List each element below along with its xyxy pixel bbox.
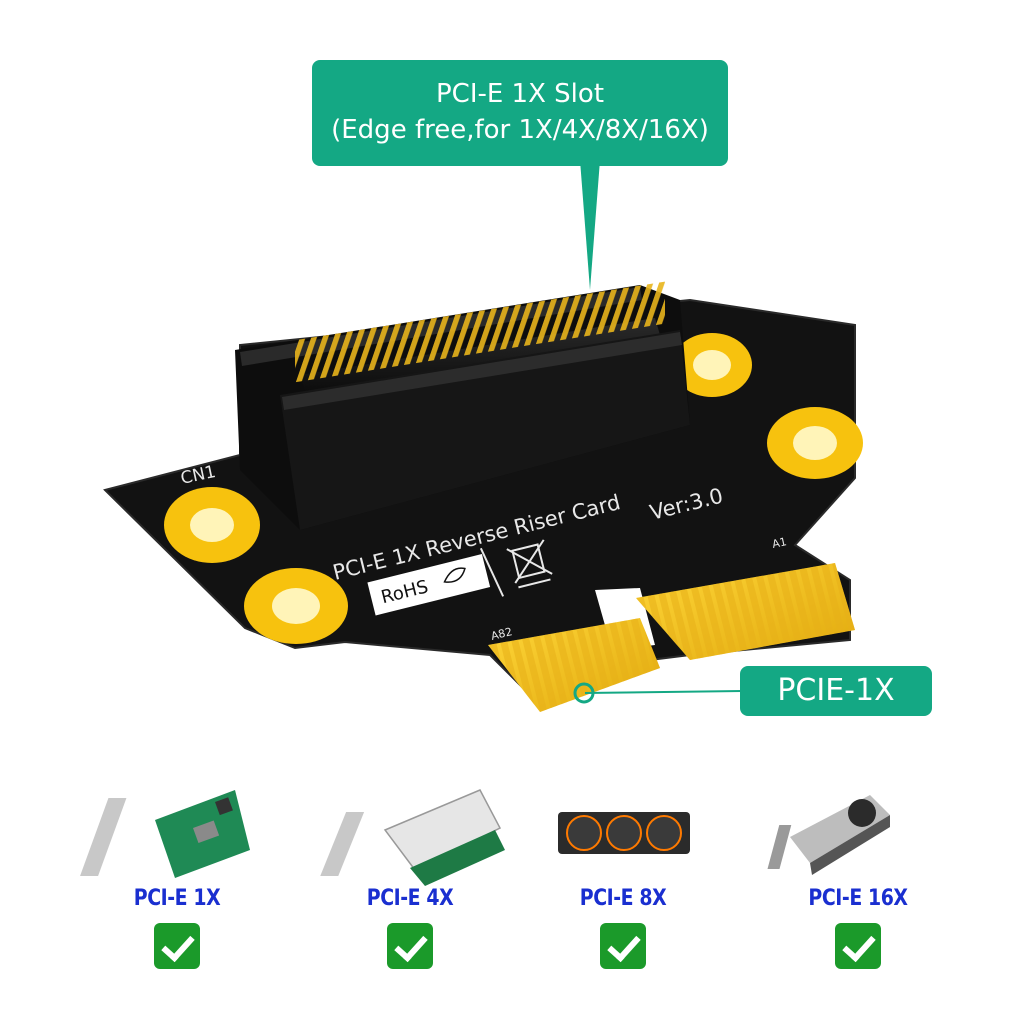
compat-thumb-raid-card xyxy=(320,789,505,886)
compat-label-8x: PCI-E 8X xyxy=(579,886,667,911)
gpu-blower-icon xyxy=(758,780,958,880)
check-icon xyxy=(835,923,881,969)
slot-callout-line2: (Edge free,for 1X/4X/8X/16X) xyxy=(331,115,709,145)
weee-bin-icon xyxy=(479,539,553,597)
slot-callout-line1: PCI-E 1X Slot xyxy=(435,79,605,109)
compat-label-16x: PCI-E 16X xyxy=(808,886,908,911)
compat-item-1x: PCI-E 1X xyxy=(77,780,277,969)
check-icon xyxy=(154,923,200,969)
compat-item-8x: PCI-E 8X xyxy=(523,780,723,969)
compat-thumb-graphics-card xyxy=(558,812,690,854)
slot-callout-pointer xyxy=(580,160,600,290)
graphics-card-icon xyxy=(523,780,723,880)
compat-thumb-gpu-blower xyxy=(767,795,890,875)
gold-edge-fingers xyxy=(488,563,855,712)
edge-callout-label: PCIE-1X xyxy=(777,673,895,708)
mount-holes xyxy=(164,333,863,644)
silk-a1: A1 xyxy=(771,535,788,551)
check-icon xyxy=(387,923,433,969)
edge-callout: PCIE-1X xyxy=(740,666,932,716)
silk-a82: A82 xyxy=(490,625,514,643)
compat-label-4x: PCI-E 4X xyxy=(366,886,454,911)
compat-thumb-network-card xyxy=(80,790,250,878)
check-icon xyxy=(600,923,646,969)
compat-item-16x: PCI-E 16X xyxy=(758,780,958,969)
edge-callout-leader xyxy=(573,682,743,704)
rohs-badge: RoHS xyxy=(367,553,491,616)
slot-callout: PCI-E 1X Slot (Edge free,for 1X/4X/8X/16… xyxy=(312,60,728,166)
compat-label-1x: PCI-E 1X xyxy=(133,886,221,911)
raid-card-icon xyxy=(310,780,510,880)
pcie-slot-connector xyxy=(235,281,690,530)
network-card-icon xyxy=(77,780,277,880)
compat-item-4x: PCI-E 4X xyxy=(310,780,510,969)
